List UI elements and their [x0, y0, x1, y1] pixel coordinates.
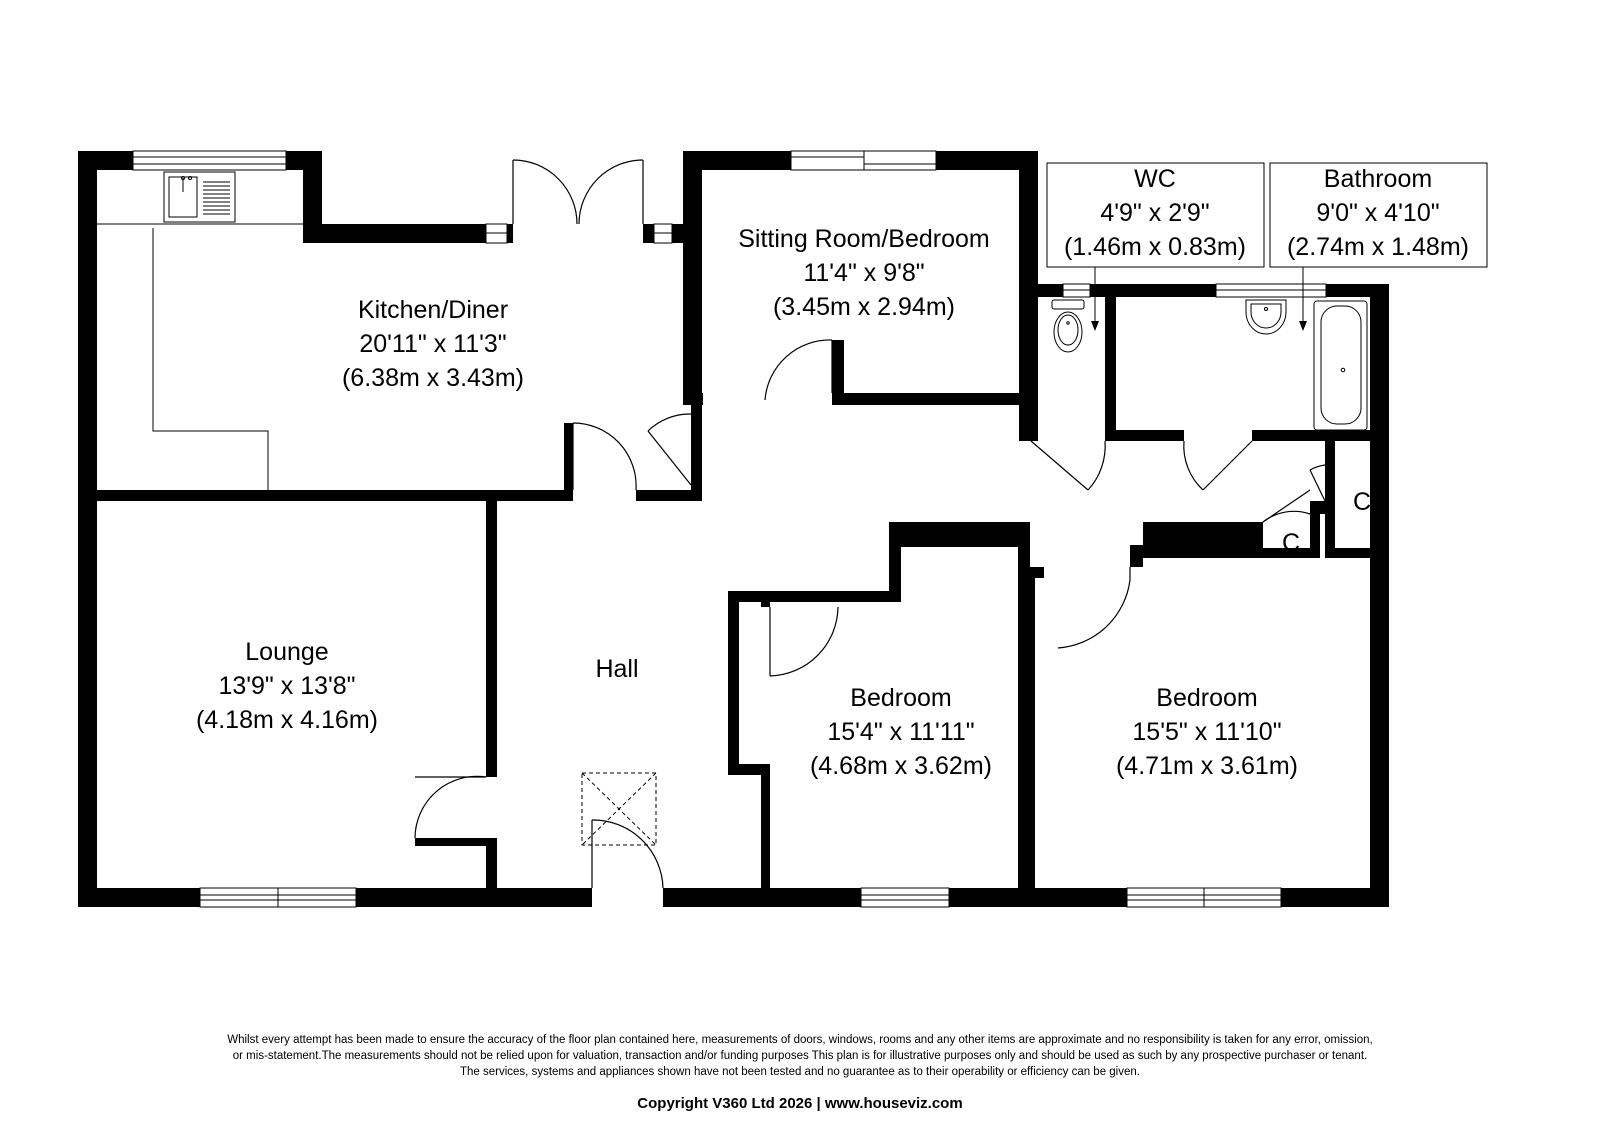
drainer-icon [203, 181, 230, 215]
room-size-imperial: 13'9" x 13'8" [218, 672, 355, 700]
room-label-bathroom: Bathroom 9'0" x 4'10" (2.74m x 1.48m) [1287, 165, 1469, 261]
fixtures [97, 162, 1488, 846]
windows [132, 150, 1327, 908]
room-size-metric: (4.18m x 4.16m) [196, 706, 378, 734]
room-size-metric: (6.38m x 3.43m) [342, 364, 524, 392]
room-name: Sitting Room/Bedroom [738, 225, 990, 253]
walls [78, 151, 1389, 907]
room-size-imperial: 4'9" x 2'9" [1100, 199, 1209, 227]
room-label-sitting: Sitting Room/Bedroom 11'4" x 9'8" (3.45m… [738, 225, 990, 321]
room-size-imperial: 15'5" x 11'10" [1132, 718, 1281, 746]
room-name: Kitchen/Diner [358, 296, 508, 324]
room-size-imperial: 20'11" x 11'3" [359, 330, 506, 358]
room-name: Bedroom [850, 684, 951, 712]
room-label-hall: Hall [595, 655, 638, 683]
room-size-metric: (4.68m x 3.62m) [810, 752, 992, 780]
copyright: Copyright V360 Ltd 2026 | www.houseviz.c… [637, 1095, 963, 1112]
room-size-imperial: 11'4" x 9'8" [803, 259, 924, 287]
room-size-metric: (1.46m x 0.83m) [1064, 233, 1246, 261]
toilet-icon [1051, 299, 1085, 353]
room-size-metric: (2.74m x 1.48m) [1287, 233, 1469, 261]
room-size-metric: (4.71m x 3.61m) [1116, 752, 1298, 780]
bath-icon [1313, 300, 1368, 431]
room-label-bedroom-1: Bedroom 15'4" x 11'11" (4.68m x 3.62m) [810, 684, 992, 780]
room-label-kitchen: Kitchen/Diner 20'11" x 11'3" (6.38m x 3.… [342, 296, 524, 392]
room-name: WC [1134, 165, 1176, 193]
room-label-cupboard-2: C [1282, 529, 1300, 557]
disclaimer-line-1: Whilst every attempt has been made to en… [227, 1034, 1373, 1046]
room-name: Lounge [245, 638, 328, 666]
disclaimer: Whilst every attempt has been made to en… [100, 1032, 1500, 1080]
room-name: Bedroom [1156, 684, 1257, 712]
room-name: Hall [595, 655, 638, 683]
room-name: Bathroom [1324, 165, 1432, 193]
room-label-lounge: Lounge 13'9" x 13'8" (4.18m x 4.16m) [196, 638, 378, 734]
loft-hatch-icon [581, 772, 657, 846]
room-size-metric: (3.45m x 2.94m) [773, 293, 955, 321]
doors [414, 159, 1326, 889]
room-label-wc: WC 4'9" x 2'9" (1.46m x 0.83m) [1064, 165, 1246, 261]
basin-icon [1245, 299, 1287, 335]
room-label-bedroom-2: Bedroom 15'5" x 11'10" (4.71m x 3.61m) [1116, 684, 1298, 780]
disclaimer-line-3: The services, systems and appliances sho… [460, 1066, 1140, 1078]
room-size-imperial: 15'4" x 11'11" [827, 718, 974, 746]
room-label-cupboard-1: C [1353, 488, 1371, 516]
room-size-imperial: 9'0" x 4'10" [1316, 199, 1439, 227]
disclaimer-line-2: or mis-statement.The measurements should… [232, 1050, 1368, 1062]
